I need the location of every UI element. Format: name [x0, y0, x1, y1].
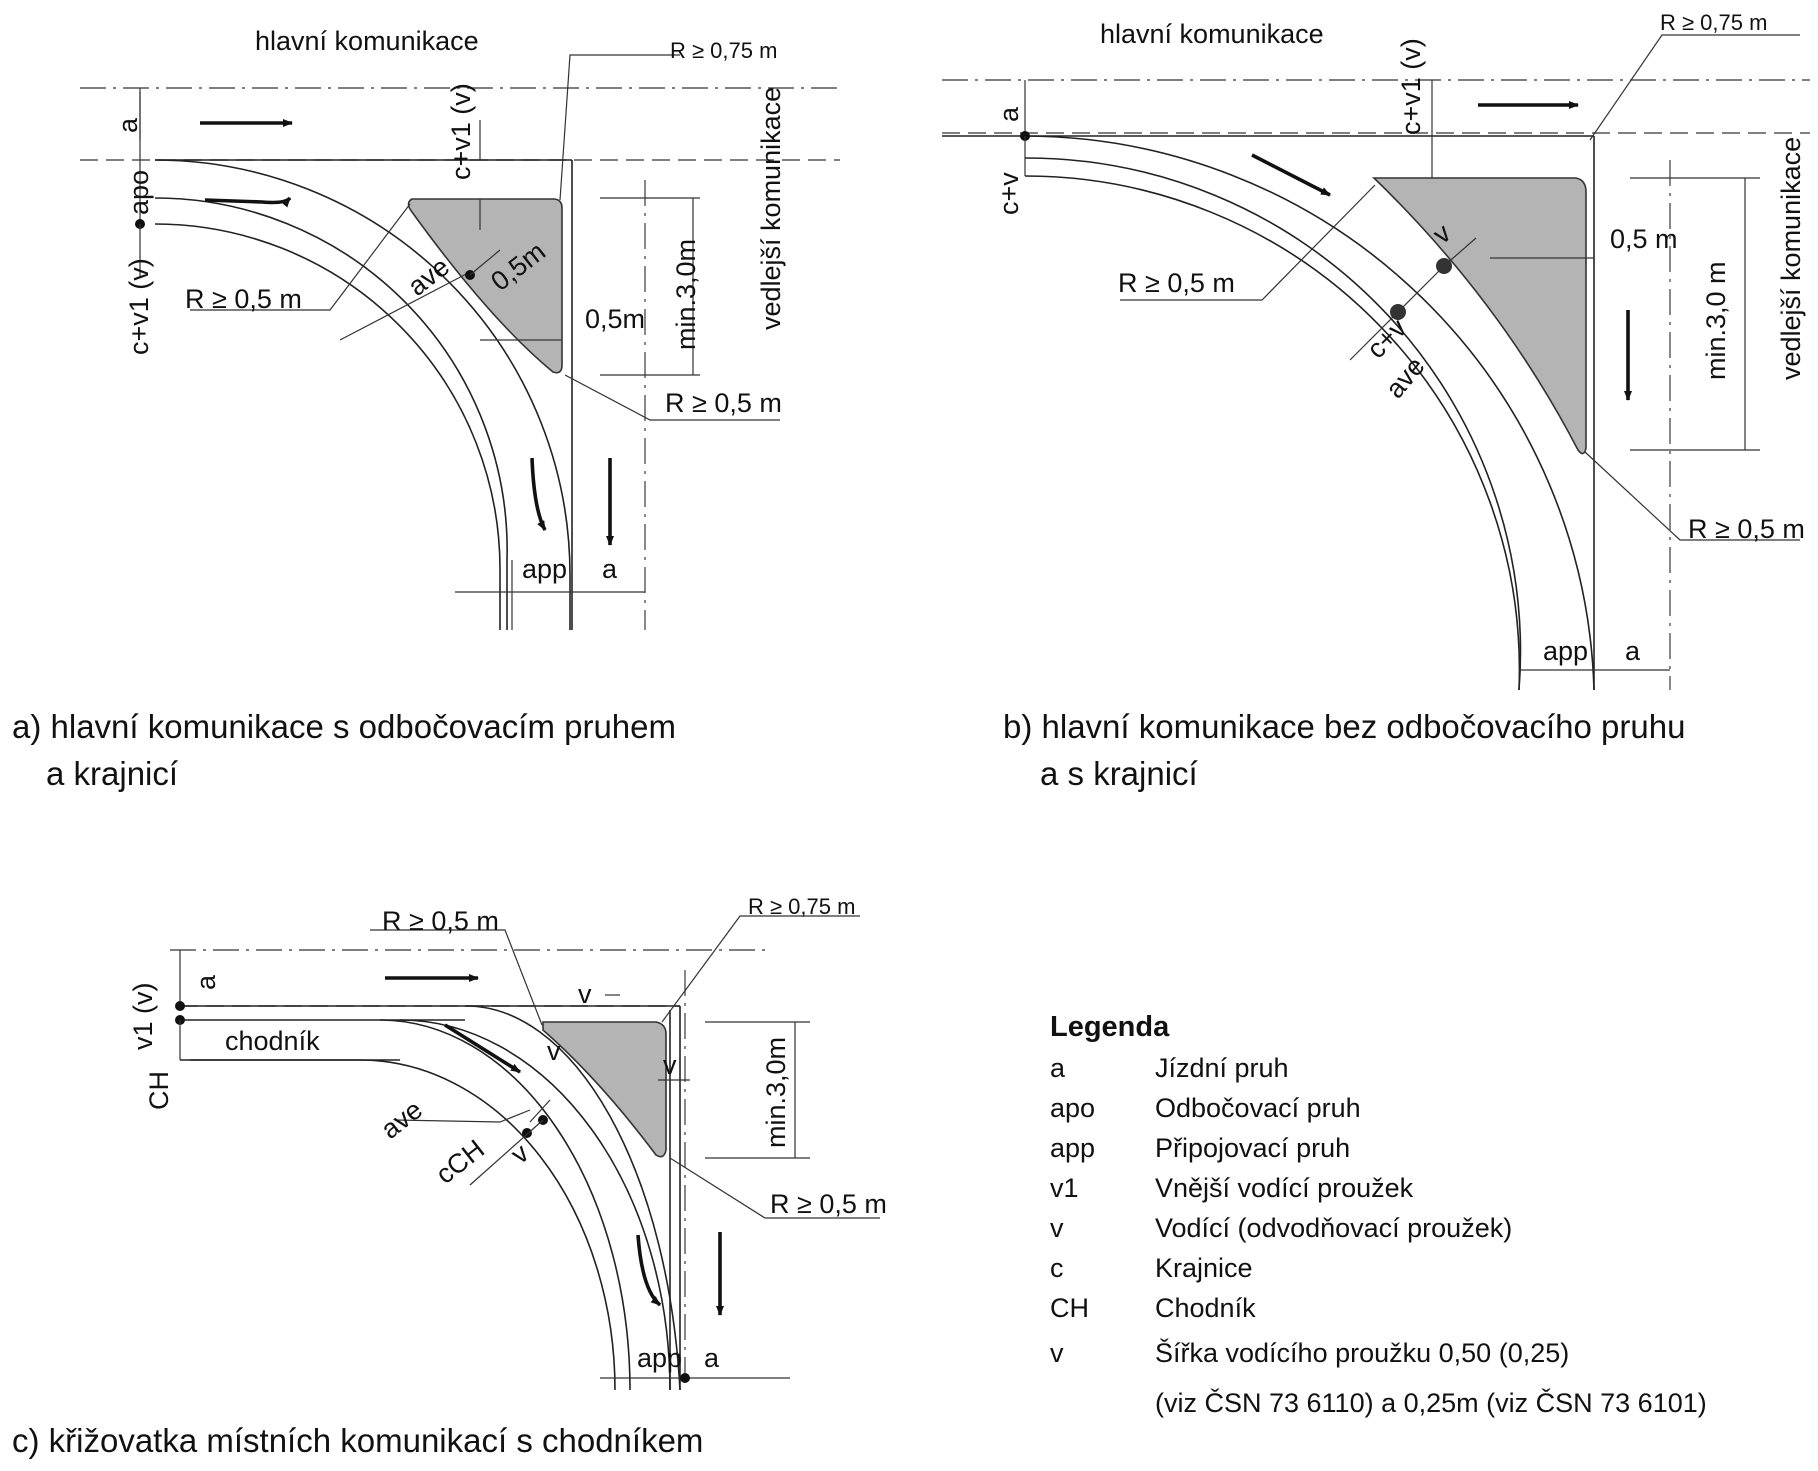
- v1-left-label: v1 (v): [128, 983, 158, 1051]
- side-road-label: vedlejší komunikace: [756, 87, 786, 330]
- caption-a-line2: a krajnicí: [46, 755, 178, 792]
- radius-05-bottom-label: R ≥ 0,5 m: [1688, 514, 1805, 544]
- min-30-label: min.3,0 m: [1701, 261, 1731, 380]
- traffic-island: [407, 198, 563, 374]
- traffic-island: [1372, 177, 1587, 455]
- legend-text: Jízdní pruh: [1155, 1053, 1289, 1083]
- dimension-lines: [135, 54, 780, 630]
- app-label: app: [637, 1343, 682, 1373]
- traffic-arrows: [200, 119, 614, 546]
- v-top-label: v: [578, 979, 592, 1009]
- radius-05-bottom-label: R ≥ 0,5 m: [770, 1189, 887, 1219]
- lane-a-bottom-label: a: [704, 1343, 720, 1373]
- diagram-c: R ≥ 0,5 m R ≥ 0,75 m R ≥ 0,5 m a v1 (v) …: [12, 894, 887, 1459]
- c-ch-label: cCH: [430, 1134, 490, 1190]
- lane-a-label: a: [994, 106, 1024, 122]
- radius-075-label: R ≥ 0,75 m: [1660, 10, 1767, 35]
- main-road-label: hlavní komunikace: [255, 26, 479, 56]
- legend-symbol: CH: [1050, 1293, 1089, 1323]
- radius-075-label: R ≥ 0,75 m: [748, 894, 855, 919]
- min-30-label: min.3,0m: [761, 1037, 791, 1148]
- cv1-top-label: c+v1 (v): [1396, 38, 1426, 135]
- traffic-arrows: [385, 974, 724, 1316]
- v-left-label: v: [547, 1036, 561, 1066]
- legend-symbol: v1: [1050, 1173, 1079, 1203]
- ave-label: ave: [375, 1094, 428, 1144]
- v-diag-label: v: [505, 1137, 535, 1169]
- legend-text: Chodník: [1155, 1293, 1256, 1323]
- dimension-lines: [1020, 34, 1800, 671]
- traffic-island: [542, 1021, 667, 1158]
- legend-symbol: apo: [1050, 1093, 1095, 1123]
- legend-text: Připojovací pruh: [1155, 1133, 1350, 1163]
- lane-a-bottom-label: a: [602, 554, 618, 584]
- sidewalk-curve: [359, 1059, 616, 1391]
- radius-05-top-label: R ≥ 0,5 m: [382, 906, 499, 936]
- caption-b-line1: b) hlavní komunikace bez odbočovacího pr…: [1003, 708, 1685, 745]
- side-road-label: vedlejší komunikace: [1776, 137, 1806, 380]
- v-right-label: v: [663, 1050, 677, 1080]
- dim-05-label: 0,5 m: [1610, 224, 1678, 254]
- dim-05-right-label: 0,5m: [585, 304, 645, 334]
- curb-mid: [154, 197, 508, 630]
- radius-05-left-label: R ≥ 0,5 m: [185, 284, 302, 314]
- legend-text: Vnější vodící proužek: [1155, 1173, 1414, 1203]
- legend-title: Legenda: [1050, 1011, 1170, 1043]
- radius-05-left-label: R ≥ 0,5 m: [1118, 268, 1235, 298]
- legend-symbol: a: [1050, 1053, 1066, 1083]
- ch-left-label: CH: [144, 1071, 174, 1110]
- radius-05-bottom-label: R ≥ 0,5 m: [665, 388, 782, 418]
- legend-text: Šířka vodícího proužku 0,50 (0,25): [1155, 1337, 1569, 1368]
- curb-inner: [379, 1019, 631, 1391]
- dimension-lines: [175, 915, 880, 1383]
- curb-outer: [1024, 135, 1595, 691]
- curb-mid: [1024, 157, 1522, 691]
- diagram-a: hlavní komunikace R ≥ 0,75 m R ≥ 0,5 m R…: [12, 26, 840, 792]
- caption-a-line1: a) hlavní komunikace s odbočovacím pruhe…: [12, 708, 676, 745]
- legend-symbol: c: [1050, 1253, 1064, 1283]
- curb-mid: [399, 1019, 671, 1391]
- legend-text: Krajnice: [1155, 1253, 1253, 1283]
- cv1-top-label: c+v1 (v): [446, 83, 476, 180]
- min-30-label: min.3,0m: [671, 239, 701, 350]
- cv1-left-label: c+v1 (v): [124, 258, 154, 355]
- legend: Legenda a Jízdní pruh apo Odbočovací pru…: [1050, 1011, 1707, 1418]
- diagram-b: hlavní komunikace R ≥ 0,75 m R ≥ 0,5 m R…: [942, 10, 1810, 792]
- caption-c: c) křižovatka místních komunikací s chod…: [12, 1422, 703, 1459]
- lane-a-label: a: [113, 117, 143, 133]
- legend-symbol: app: [1050, 1133, 1095, 1163]
- lane-a-bottom-label: a: [1625, 636, 1641, 666]
- legend-text: Odbočovací pruh: [1155, 1093, 1361, 1123]
- traffic-arrows: [1251, 101, 1632, 401]
- app-label: app: [522, 554, 567, 584]
- cv-left-label: c+v: [994, 172, 1024, 215]
- sidewalk-label: chodník: [225, 1026, 320, 1056]
- lane-a-label: a: [191, 974, 221, 990]
- app-label: app: [1543, 636, 1588, 666]
- curb-inner: [154, 223, 501, 630]
- radius-075-label: R ≥ 0,75 m: [670, 38, 777, 63]
- curb-outer: [154, 159, 571, 630]
- apo-label: apo: [124, 170, 154, 215]
- legend-text: Vodící (odvodňovací proužek): [1155, 1213, 1512, 1243]
- legend-note: (viz ČSN 73 6110) a 0,25m (viz ČSN 73 61…: [1155, 1387, 1707, 1418]
- legend-symbol: v: [1050, 1213, 1064, 1243]
- main-road-label: hlavní komunikace: [1100, 19, 1324, 49]
- caption-b-line2: a s krajnicí: [1040, 755, 1198, 792]
- legend-symbol: v: [1050, 1338, 1064, 1368]
